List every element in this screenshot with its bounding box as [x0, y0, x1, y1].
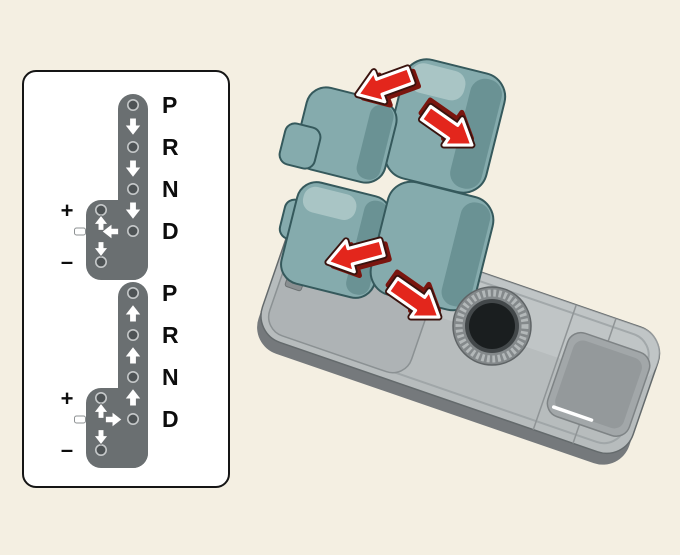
gate-dot-minus: [95, 256, 108, 269]
gate-dot-plus: [95, 204, 108, 217]
gear-label-n: N: [162, 176, 179, 202]
gate-dot-plus: [95, 392, 108, 405]
gear-label-d: D: [162, 218, 179, 244]
shift-pattern-svg: P R N D + –: [61, 92, 179, 468]
gear-label-p: P: [162, 92, 177, 118]
gear-label-p: P: [162, 280, 177, 306]
gate-dot-n: [127, 183, 140, 196]
console-illustration: [246, 38, 670, 508]
gear-label-d: D: [162, 406, 179, 432]
lever-upper-tab: [278, 122, 322, 170]
minus-label: –: [61, 437, 73, 462]
console-tray-recess: [555, 340, 642, 429]
gate-dot-n: [127, 371, 140, 384]
gate-dot-r: [127, 329, 140, 342]
shift-pattern-panel: P R N D + –: [22, 70, 230, 488]
gear-label-n: N: [162, 364, 179, 390]
gate-manual-channel: [86, 388, 148, 468]
rotary-dial: [452, 286, 532, 366]
gear-label-r: R: [162, 134, 179, 160]
gate-dot-d: [127, 225, 140, 238]
gate-dot-p: [127, 98, 140, 111]
upshift-diagram: P R N D + –: [61, 280, 179, 468]
manual-mode-indicator: [74, 415, 86, 424]
minus-label: –: [61, 249, 73, 274]
gate-dot-p: [127, 286, 140, 299]
manual-mode-indicator: [74, 227, 86, 236]
gate-dot-d: [127, 413, 140, 426]
gate-dot-r: [127, 141, 140, 154]
plus-label: +: [61, 198, 74, 223]
panel-seam: [532, 304, 577, 430]
console-illustration-svg: [257, 38, 661, 465]
plus-label: +: [61, 386, 74, 411]
trim-highlight: [551, 405, 594, 422]
downshift-diagram: P R N D + –: [61, 92, 179, 280]
gate-dot-minus: [95, 444, 108, 457]
gear-label-r: R: [162, 322, 179, 348]
